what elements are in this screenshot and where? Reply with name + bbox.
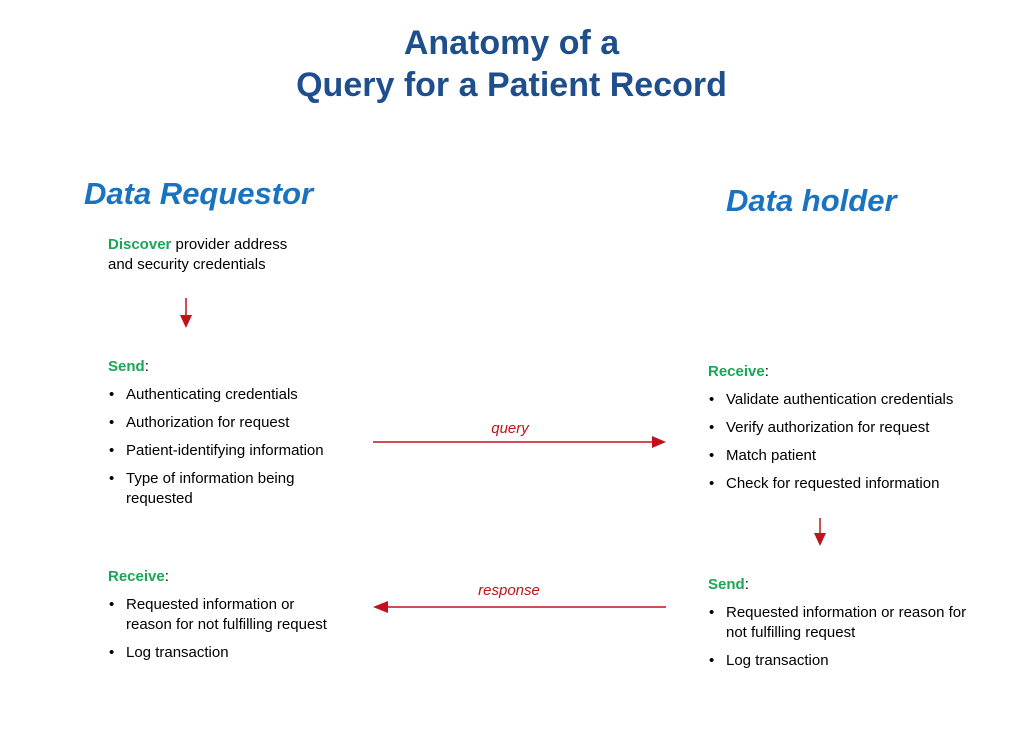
list-item-text: reason for not fulfilling request [126,616,327,633]
list-item: Patient-identifying information [108,441,368,461]
receive-keyword: Receive [708,363,765,380]
heading-colon: : [764,363,769,380]
list-item-text: Requested information or reason for [726,604,967,621]
discover-line-2: and security credentials [108,256,266,273]
send-keyword: Send [108,358,145,375]
requestor-receive-heading: Receive: [108,567,368,587]
list-item-text: Authorization for request [126,414,290,431]
query-arrow [373,436,666,448]
requestor-send-list: Authenticating credentials Authorization… [108,385,368,509]
query-label: query [491,420,529,437]
list-item-text: Log transaction [726,652,829,669]
send-keyword: Send [708,576,745,593]
holder-send: Send: Requested information or reason fo… [708,575,1008,679]
requestor-send-heading: Send: [108,357,368,377]
heading-colon: : [144,358,149,375]
requestor-discover: Discover provider address and security c… [108,235,368,275]
list-item: Requested information or reason for not f… [108,595,368,635]
requestor-heading: Data Requestor [84,176,314,211]
list-item: Check for requested information [708,474,1008,494]
requestor-receive-list: Requested information or reason for not f… [108,595,368,663]
list-item-text: Validate authentication credentials [726,391,954,408]
holder-receive: Receive: Validate authentication credent… [708,362,1008,502]
holder-receive-list: Validate authentication credentials Veri… [708,390,1008,494]
list-item: Type of information being requested [108,469,368,509]
receive-keyword: Receive [108,568,165,585]
holder-receive-heading: Receive: [708,362,1008,382]
list-item: Authorization for request [108,413,368,433]
title-line-1: Anatomy of a [403,24,620,62]
list-item-text: Patient-identifying information [126,442,324,459]
list-item: Authenticating credentials [108,385,368,405]
list-item: Verify authorization for request [708,418,1008,438]
heading-colon: : [164,568,169,585]
down-arrow-holder [814,518,826,546]
requestor-receive: Receive: Requested information or reason … [108,567,368,671]
list-item: Requested information or reason for not f… [708,603,1008,643]
list-item: Match patient [708,446,1008,466]
holder-send-heading: Send: [708,575,1008,595]
discover-line-1: Discover provider address [108,235,368,255]
list-item: Log transaction [108,643,368,663]
list-item-text: Type of information being [126,470,295,487]
list-item-text: not fulfilling request [726,624,856,641]
title-line-2: Query for a Patient Record [296,66,727,104]
discover-text: provider address [171,236,288,253]
response-arrow [373,601,666,613]
down-arrow-requestor [180,298,192,328]
holder-heading: Data holder [726,183,897,218]
list-item-text: Log transaction [126,644,229,661]
list-item-text: Check for requested information [726,475,940,492]
slide-title: Anatomy of a Query for a Patient Record [0,22,1023,106]
list-item: Validate authentication credentials [708,390,1008,410]
list-item-text: Match patient [726,447,817,464]
list-item-text: Requested information or [126,596,295,613]
list-item-text: Authenticating credentials [126,386,298,403]
holder-send-list: Requested information or reason for not f… [708,603,1008,671]
heading-colon: : [744,576,749,593]
requestor-send: Send: Authenticating credentials Authori… [108,357,368,517]
list-item: Log transaction [708,651,1008,671]
response-label: response [478,582,540,599]
discover-keyword: Discover [108,236,172,253]
list-item-text: requested [126,490,193,507]
list-item-text: Verify authorization for request [726,419,930,436]
